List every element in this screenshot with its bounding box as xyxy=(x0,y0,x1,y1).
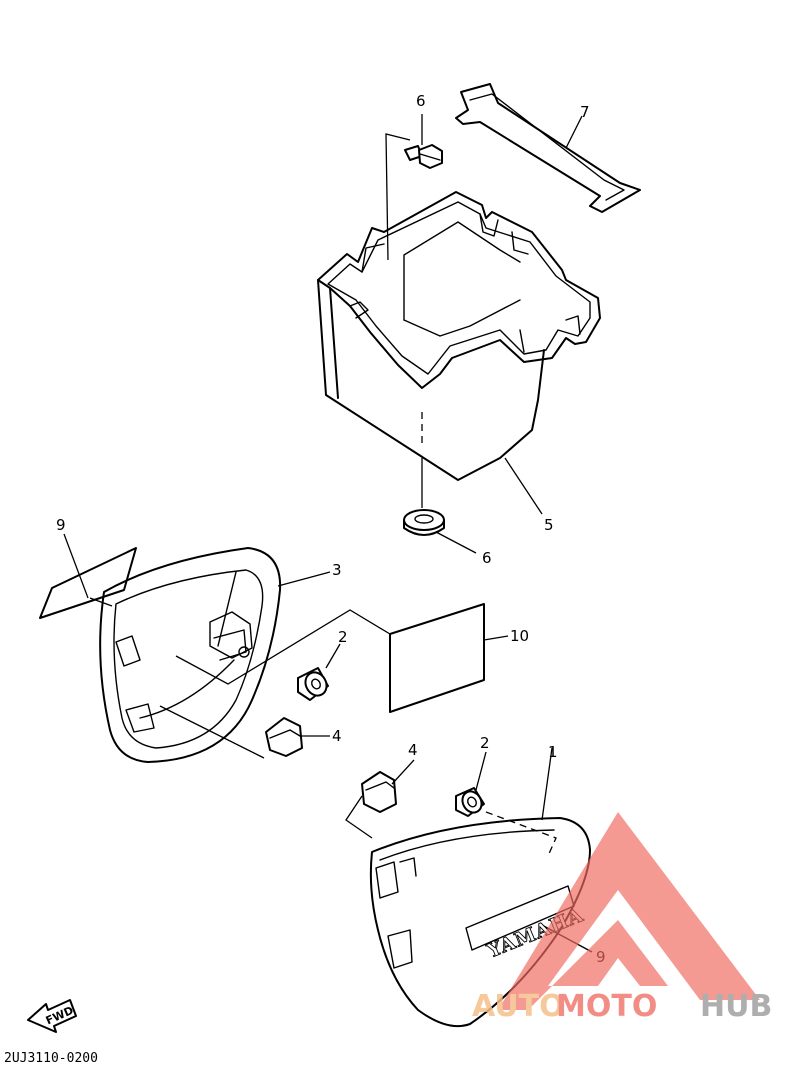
part-7-bolt xyxy=(404,114,443,169)
callout-4-upper: 4 xyxy=(332,727,342,745)
part-code: 2UJ3110-0200 xyxy=(4,1051,98,1066)
callout-numbers: 7 6 5 6 9 3 2 10 4 4 2 1 9 xyxy=(56,92,606,966)
watermark-triangle-icon xyxy=(498,812,760,1010)
part-6-grommet xyxy=(403,509,445,536)
callout-1: 1 xyxy=(548,743,558,761)
part-4-damper-lower xyxy=(361,771,397,813)
callout-3: 3 xyxy=(332,561,342,579)
callout-7: 6 xyxy=(416,92,426,110)
callout-6: 6 xyxy=(482,549,492,567)
callout-4-lower: 4 xyxy=(408,741,418,759)
watermark-word-auto: AUTO xyxy=(472,989,565,1024)
part-4-damper-upper xyxy=(265,717,303,757)
part-9-label-upper xyxy=(39,547,137,619)
callout-5: 5 xyxy=(544,516,554,534)
watermark-word-hub: HUB xyxy=(700,989,772,1024)
part-5-battery-box xyxy=(317,191,601,508)
part-3-left-side-cover xyxy=(99,547,282,763)
callout-2-lower: 2 xyxy=(480,734,490,752)
fwd-arrow-icon: FWD xyxy=(27,999,77,1033)
callout-2-upper: 2 xyxy=(338,628,348,646)
part-2-grommet-upper xyxy=(297,667,329,701)
part-10-pad xyxy=(389,603,485,713)
callout-9-upper: 9 xyxy=(56,516,66,534)
watermark-logo: AUTO MOTO HUB xyxy=(472,812,772,1024)
watermark-word-moto: MOTO xyxy=(556,989,657,1024)
leader-lines xyxy=(63,115,593,953)
callout-10: 10 xyxy=(510,627,529,645)
part-2-grommet-lower xyxy=(455,787,485,817)
part-8-battery-strap xyxy=(455,83,641,213)
callout-8: 7 xyxy=(580,103,590,121)
